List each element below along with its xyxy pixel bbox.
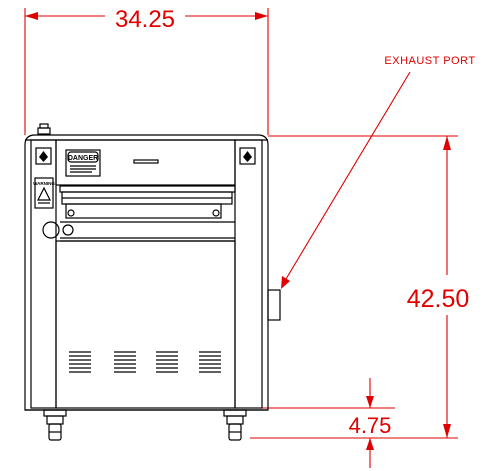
vent-1 bbox=[69, 351, 91, 373]
vent-2 bbox=[114, 351, 136, 373]
exhaust-port-callout: EXHAUST PORT bbox=[281, 55, 475, 289]
width-dimension: 34.25 bbox=[24, 6, 269, 135]
front-door bbox=[55, 240, 236, 409]
right-caster bbox=[223, 409, 247, 441]
exhaust-port bbox=[267, 289, 281, 321]
machine-front-view: DANGER WARNING bbox=[24, 123, 281, 441]
left-caster bbox=[43, 409, 67, 441]
height-dimension: 42.50 bbox=[250, 135, 470, 439]
top-knob bbox=[37, 127, 51, 135]
panel-handle bbox=[133, 159, 159, 164]
clearance-arrow-top bbox=[366, 396, 374, 408]
danger-sign-text: DANGER bbox=[68, 155, 98, 162]
belt-pin-left bbox=[67, 209, 75, 217]
belt-pin-right bbox=[212, 209, 220, 217]
warning-triangle-icon bbox=[37, 186, 51, 201]
right-warning-icon bbox=[243, 151, 252, 162]
width-arrow-left bbox=[25, 12, 38, 20]
right-side-panel bbox=[234, 139, 263, 409]
danger-sign bbox=[65, 149, 101, 177]
top-knob-cap bbox=[39, 123, 49, 129]
side-dial bbox=[42, 221, 60, 239]
clearance-arrow-bottom bbox=[366, 438, 374, 450]
exhaust-leader-arrow bbox=[281, 276, 290, 289]
vent-3 bbox=[156, 351, 178, 373]
height-arrow-top bbox=[443, 136, 451, 150]
warning-sign bbox=[34, 177, 54, 209]
width-arrow-right bbox=[255, 12, 268, 20]
warning-sign-text: WARNING bbox=[33, 181, 55, 186]
vent-4 bbox=[199, 351, 221, 373]
right-warning-decal bbox=[239, 147, 256, 165]
height-arrow-bottom bbox=[443, 424, 451, 438]
left-warning-icon bbox=[39, 151, 48, 162]
left-warning-decal bbox=[35, 147, 52, 165]
cabinet-outline bbox=[24, 134, 269, 411]
side-dial-knob bbox=[62, 224, 74, 236]
belt-lower bbox=[65, 203, 222, 219]
height-dimension-text: 42.50 bbox=[407, 285, 470, 313]
clearance-dimension: 4.75 bbox=[250, 378, 395, 468]
width-dimension-text: 34.25 bbox=[115, 6, 175, 33]
control-panel bbox=[55, 139, 236, 186]
vent-group bbox=[69, 351, 221, 373]
clearance-dimension-text: 4.75 bbox=[349, 413, 392, 438]
belt-top bbox=[59, 185, 236, 193]
danger-header bbox=[67, 151, 99, 163]
exhaust-port-label: EXHAUST PORT bbox=[384, 55, 475, 67]
exhaust-leader-line bbox=[282, 71, 411, 285]
